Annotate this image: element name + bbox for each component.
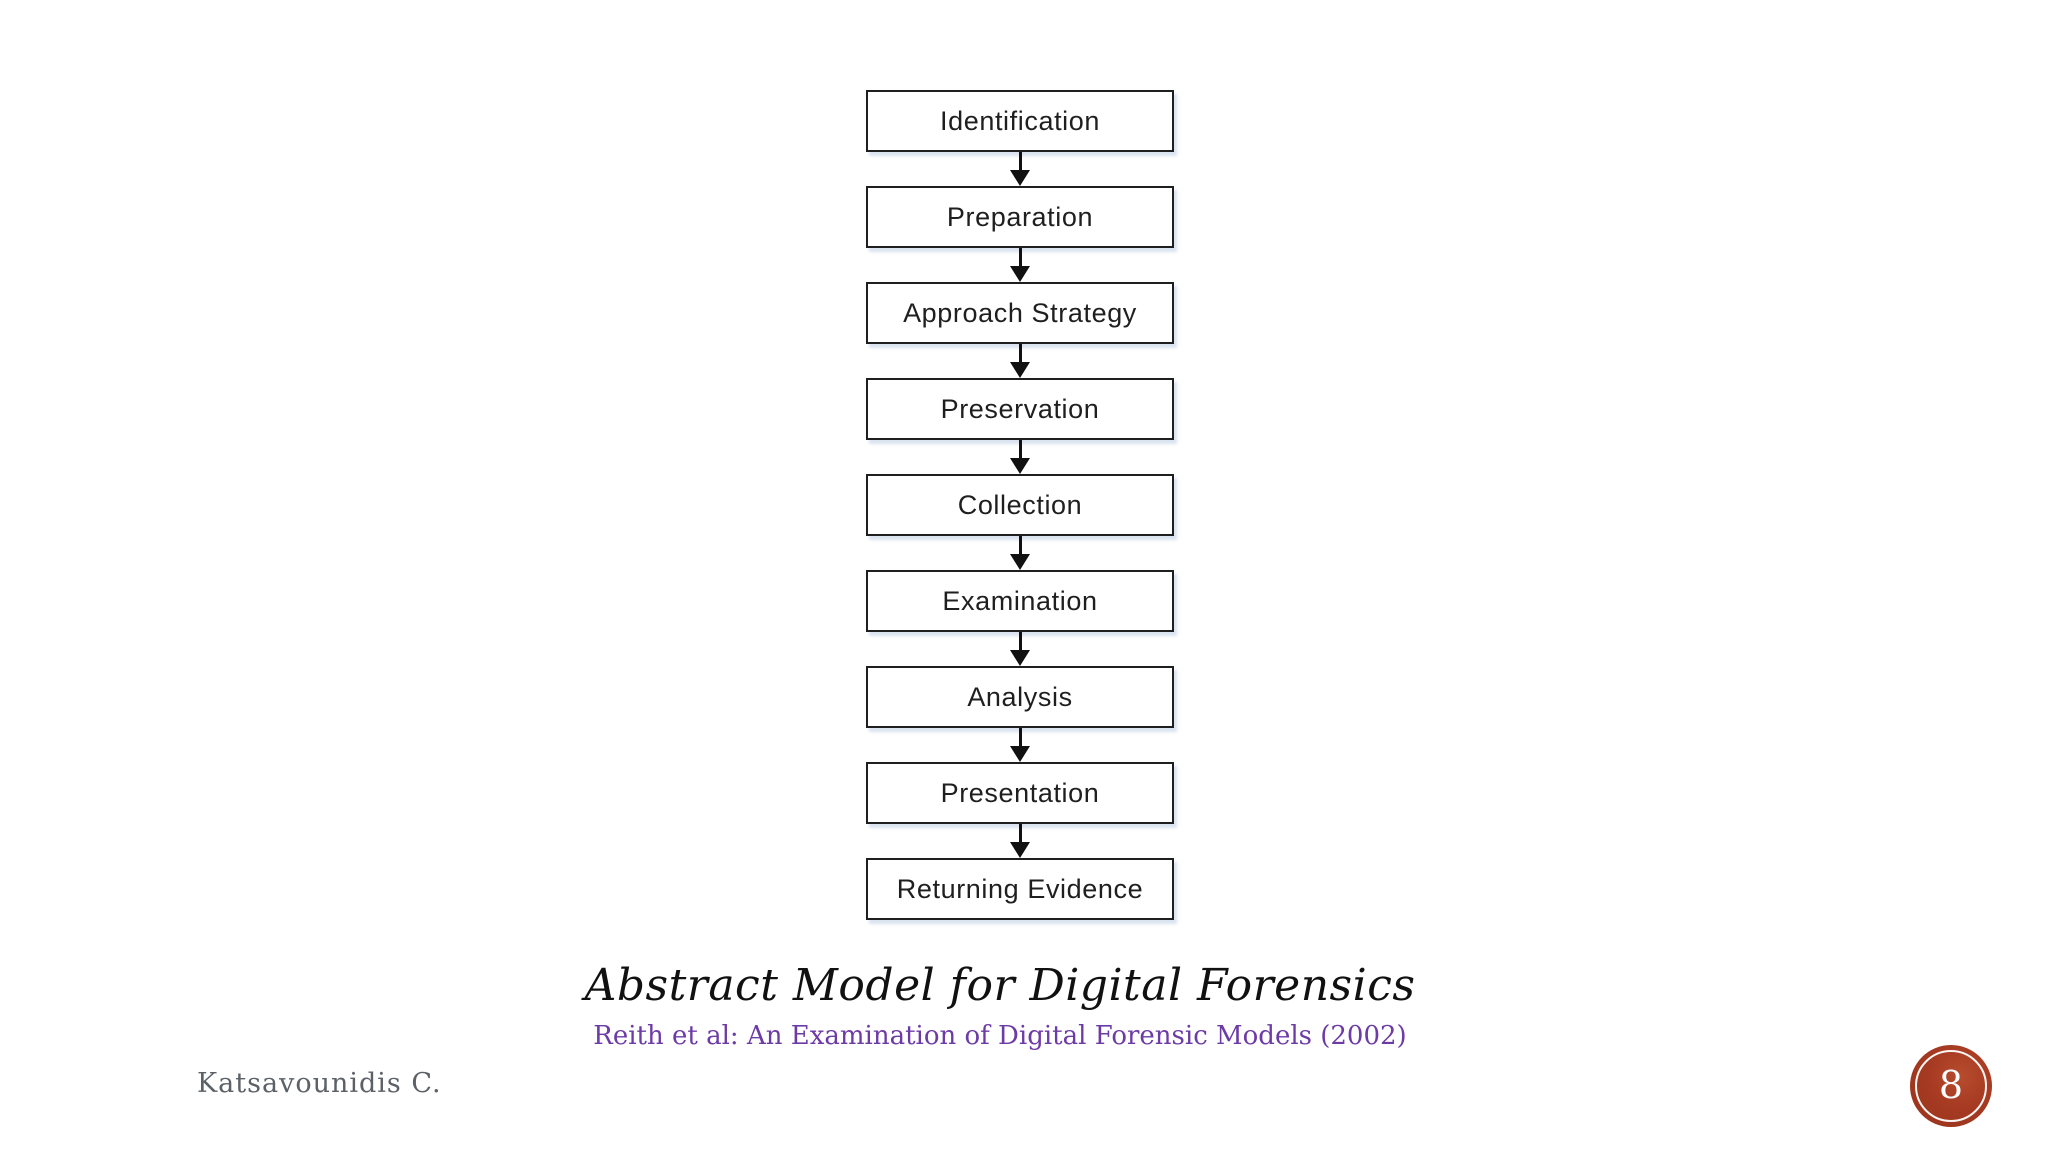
flow-box: Analysis	[866, 666, 1174, 728]
down-arrow-icon	[1010, 728, 1030, 762]
flow-step: Identification	[866, 90, 1174, 186]
arrow-head	[1010, 458, 1030, 474]
arrow-stem	[1018, 248, 1022, 266]
page-number-badge: 8	[1910, 1045, 1992, 1127]
flow-box-label: Approach Strategy	[903, 297, 1137, 328]
flow-box: Preservation	[866, 378, 1174, 440]
arrow-stem	[1018, 440, 1022, 458]
arrow-stem	[1018, 344, 1022, 362]
page-number: 8	[1938, 1063, 1964, 1107]
flow-box: Approach Strategy	[866, 282, 1174, 344]
flow-step: Presentation	[866, 762, 1174, 858]
flow-box-label: Identification	[940, 105, 1100, 136]
arrow-head	[1010, 746, 1030, 762]
flow-box-label: Presentation	[940, 777, 1100, 808]
down-arrow-icon	[1010, 440, 1030, 474]
down-arrow-icon	[1010, 344, 1030, 378]
down-arrow-icon	[1010, 536, 1030, 570]
down-arrow-icon	[1010, 152, 1030, 186]
flow-box-label: Examination	[942, 585, 1098, 616]
citation-link[interactable]: Reith et al: An Examination of Digital F…	[593, 1021, 1407, 1051]
flow-box-label: Preservation	[940, 393, 1100, 424]
flowchart: Identification Preparation Approach Stra…	[866, 90, 1174, 920]
flow-box: Preparation	[866, 186, 1174, 248]
slide-title: Abstract Model for Digital Forensics	[584, 960, 1416, 1011]
arrow-stem	[1018, 728, 1022, 746]
arrow-head	[1010, 170, 1030, 186]
flow-step: Preparation	[866, 186, 1174, 282]
arrow-stem	[1018, 824, 1022, 842]
flow-box: Presentation	[866, 762, 1174, 824]
flow-box: Returning Evidence	[866, 858, 1174, 920]
flow-box-label: Returning Evidence	[896, 873, 1144, 904]
flow-box: Collection	[866, 474, 1174, 536]
arrow-stem	[1018, 632, 1022, 650]
flow-step: Returning Evidence	[866, 858, 1174, 920]
flow-step: Analysis	[866, 666, 1174, 762]
down-arrow-icon	[1010, 248, 1030, 282]
flow-step: Collection	[866, 474, 1174, 570]
arrow-head	[1010, 554, 1030, 570]
arrow-head	[1010, 650, 1030, 666]
flow-step: Approach Strategy	[866, 282, 1174, 378]
flow-box: Examination	[866, 570, 1174, 632]
author-label: Katsavounidis C.	[197, 1068, 442, 1099]
flow-box-label: Collection	[957, 489, 1083, 520]
arrow-head	[1010, 842, 1030, 858]
arrow-head	[1010, 266, 1030, 282]
flow-step: Examination	[866, 570, 1174, 666]
flow-box-label: Preparation	[946, 201, 1094, 232]
down-arrow-icon	[1010, 632, 1030, 666]
down-arrow-icon	[1010, 824, 1030, 858]
arrow-head	[1010, 362, 1030, 378]
flow-box-label: Analysis	[967, 681, 1073, 712]
flow-step: Preservation	[866, 378, 1174, 474]
arrow-stem	[1018, 536, 1022, 554]
flow-box: Identification	[866, 90, 1174, 152]
arrow-stem	[1018, 152, 1022, 170]
